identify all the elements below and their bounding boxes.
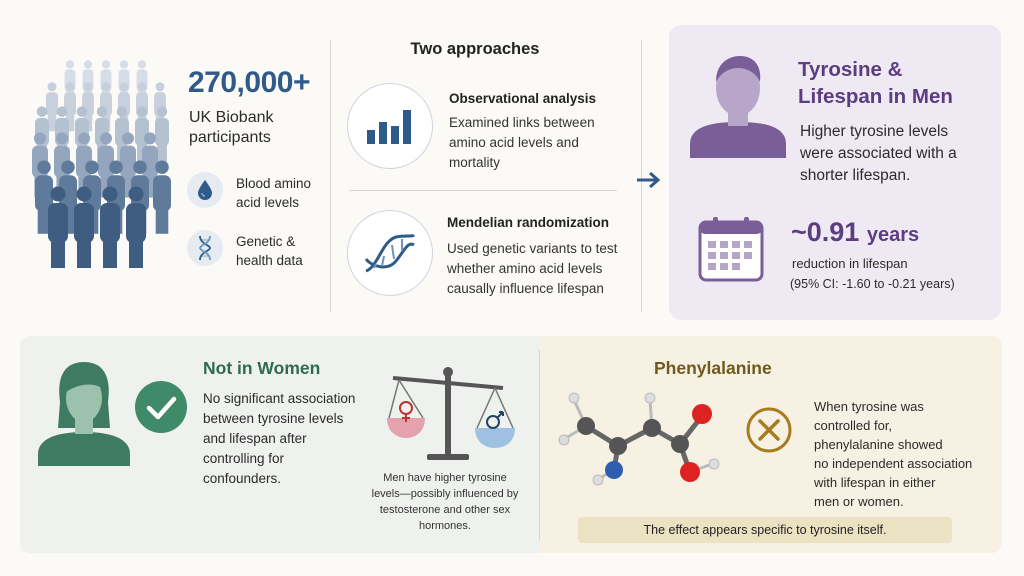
- man-avatar-icon: [690, 56, 786, 158]
- checkmark-icon: [135, 381, 187, 433]
- arrow-right-icon: [637, 171, 661, 189]
- women-text: No significant association between tyros…: [203, 391, 356, 486]
- observational-text: Examined links between amino acid levels…: [449, 115, 595, 170]
- dna-helix-icon: [347, 210, 433, 296]
- participant-count: 270,000+: [188, 66, 310, 99]
- feature-genetic: Genetic & health data: [236, 234, 303, 268]
- phenylalanine-title: Phenylalanine: [654, 358, 772, 378]
- cross-circle-icon: [746, 407, 792, 453]
- person-figure: [155, 106, 169, 164]
- dna-icon: [187, 230, 223, 266]
- woman-avatar-icon: [38, 362, 130, 466]
- person-figure: [35, 160, 53, 234]
- divider-left: [330, 40, 331, 312]
- conclusion-banner: The effect appears specific to tyrosine …: [578, 517, 952, 543]
- person-figure: [153, 160, 171, 234]
- blood-drop-icon: [187, 172, 223, 208]
- approaches-title: Two approaches: [410, 40, 540, 58]
- mendelian-title: Mendelian randomization: [447, 215, 610, 230]
- men-title: Tyrosine & Lifespan in Men: [798, 58, 953, 108]
- confidence-interval: (95% CI: -1.60 to -0.21 years): [790, 277, 955, 291]
- participant-label: UK Biobank participants: [189, 109, 274, 146]
- molecule-icon: [558, 392, 720, 486]
- person-figure: [74, 186, 94, 268]
- male-symbol-icon: [486, 411, 504, 429]
- bar-chart-icon: [347, 83, 433, 169]
- men-text: Higher tyrosine levels were associated w…: [800, 123, 957, 184]
- reduction-label: reduction in lifespan: [792, 256, 908, 271]
- person-figure: [48, 186, 68, 268]
- person-figure: [100, 186, 120, 268]
- divider-bottom: [539, 350, 540, 540]
- divider-right: [641, 40, 642, 312]
- person-figure: [126, 186, 146, 268]
- years-value: ~0.91 years: [791, 217, 920, 247]
- divider-approaches: [349, 190, 617, 191]
- scale-caption: Men have higher tyrosine levels—possibly…: [371, 472, 519, 532]
- person-figure: [46, 82, 58, 132]
- balance-scale-icon: [387, 367, 515, 460]
- person-figure: [120, 132, 136, 198]
- crowd-illustration: [32, 60, 171, 268]
- observational-title: Observational analysis: [449, 91, 597, 106]
- feature-blood: Blood amino acid levels: [236, 176, 312, 210]
- mendelian-text: Used genetic variants to test whether am…: [447, 241, 618, 296]
- phenylalanine-text: When tyrosine was controlled for, phenyl…: [814, 399, 973, 509]
- calendar-icon: [698, 217, 764, 282]
- female-symbol-icon: [399, 401, 413, 422]
- women-title: Not in Women: [203, 358, 321, 378]
